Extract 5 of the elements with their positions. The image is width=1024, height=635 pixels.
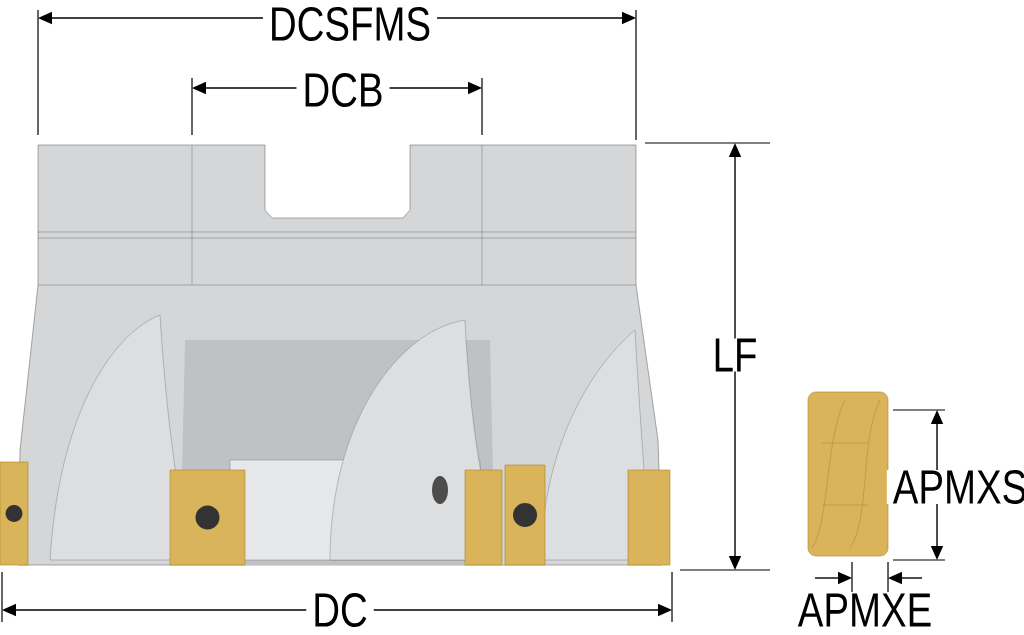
dimension-label: DC: [306, 593, 374, 627]
dimension-label: APMXE: [791, 593, 939, 627]
dimension-label: LF: [706, 338, 764, 372]
dimension-label: DCB: [296, 73, 390, 107]
dimension-label: DCSFMS: [262, 7, 438, 41]
